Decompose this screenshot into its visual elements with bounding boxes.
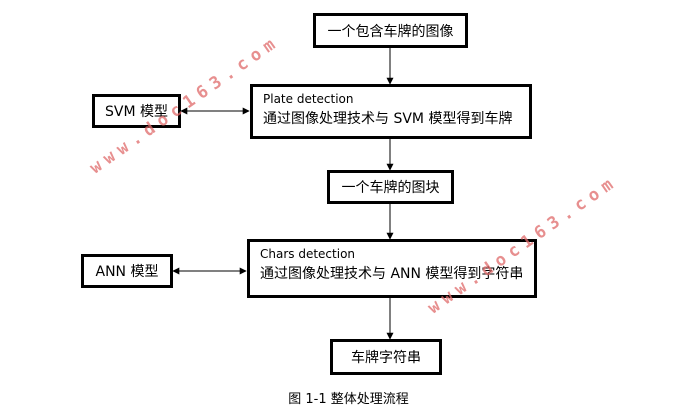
node-plate-detection: Plate detection 通过图像处理技术与 SVM 模型得到车牌 — [250, 84, 532, 139]
node-plate-block-label: 一个车牌的图块 — [341, 180, 440, 196]
figure-caption: 图 1-1 整体处理流程 — [288, 392, 409, 407]
node-plate-string-label: 车牌字符串 — [351, 350, 421, 366]
plate-detection-desc: 通过图像处理技术与 SVM 模型得到车牌 — [263, 111, 513, 127]
plate-detection-title: Plate detection — [263, 92, 354, 106]
node-svm-model-label: SVM 模型 — [105, 104, 168, 120]
chars-detection-title: Chars detection — [260, 247, 356, 261]
node-svm-model: SVM 模型 — [92, 94, 181, 128]
node-ann-model: ANN 模型 — [81, 254, 173, 288]
node-input-image-label: 一个包含车牌的图像 — [327, 23, 454, 40]
node-plate-string: 车牌字符串 — [330, 339, 442, 375]
node-plate-block: 一个车牌的图块 — [327, 170, 454, 204]
node-ann-model-label: ANN 模型 — [95, 264, 159, 280]
node-input-image: 一个包含车牌的图像 — [313, 13, 468, 48]
node-chars-detection: Chars detection 通过图像处理技术与 ANN 模型得到字符串 — [247, 239, 537, 298]
chars-detection-desc: 通过图像处理技术与 ANN 模型得到字符串 — [260, 266, 524, 282]
